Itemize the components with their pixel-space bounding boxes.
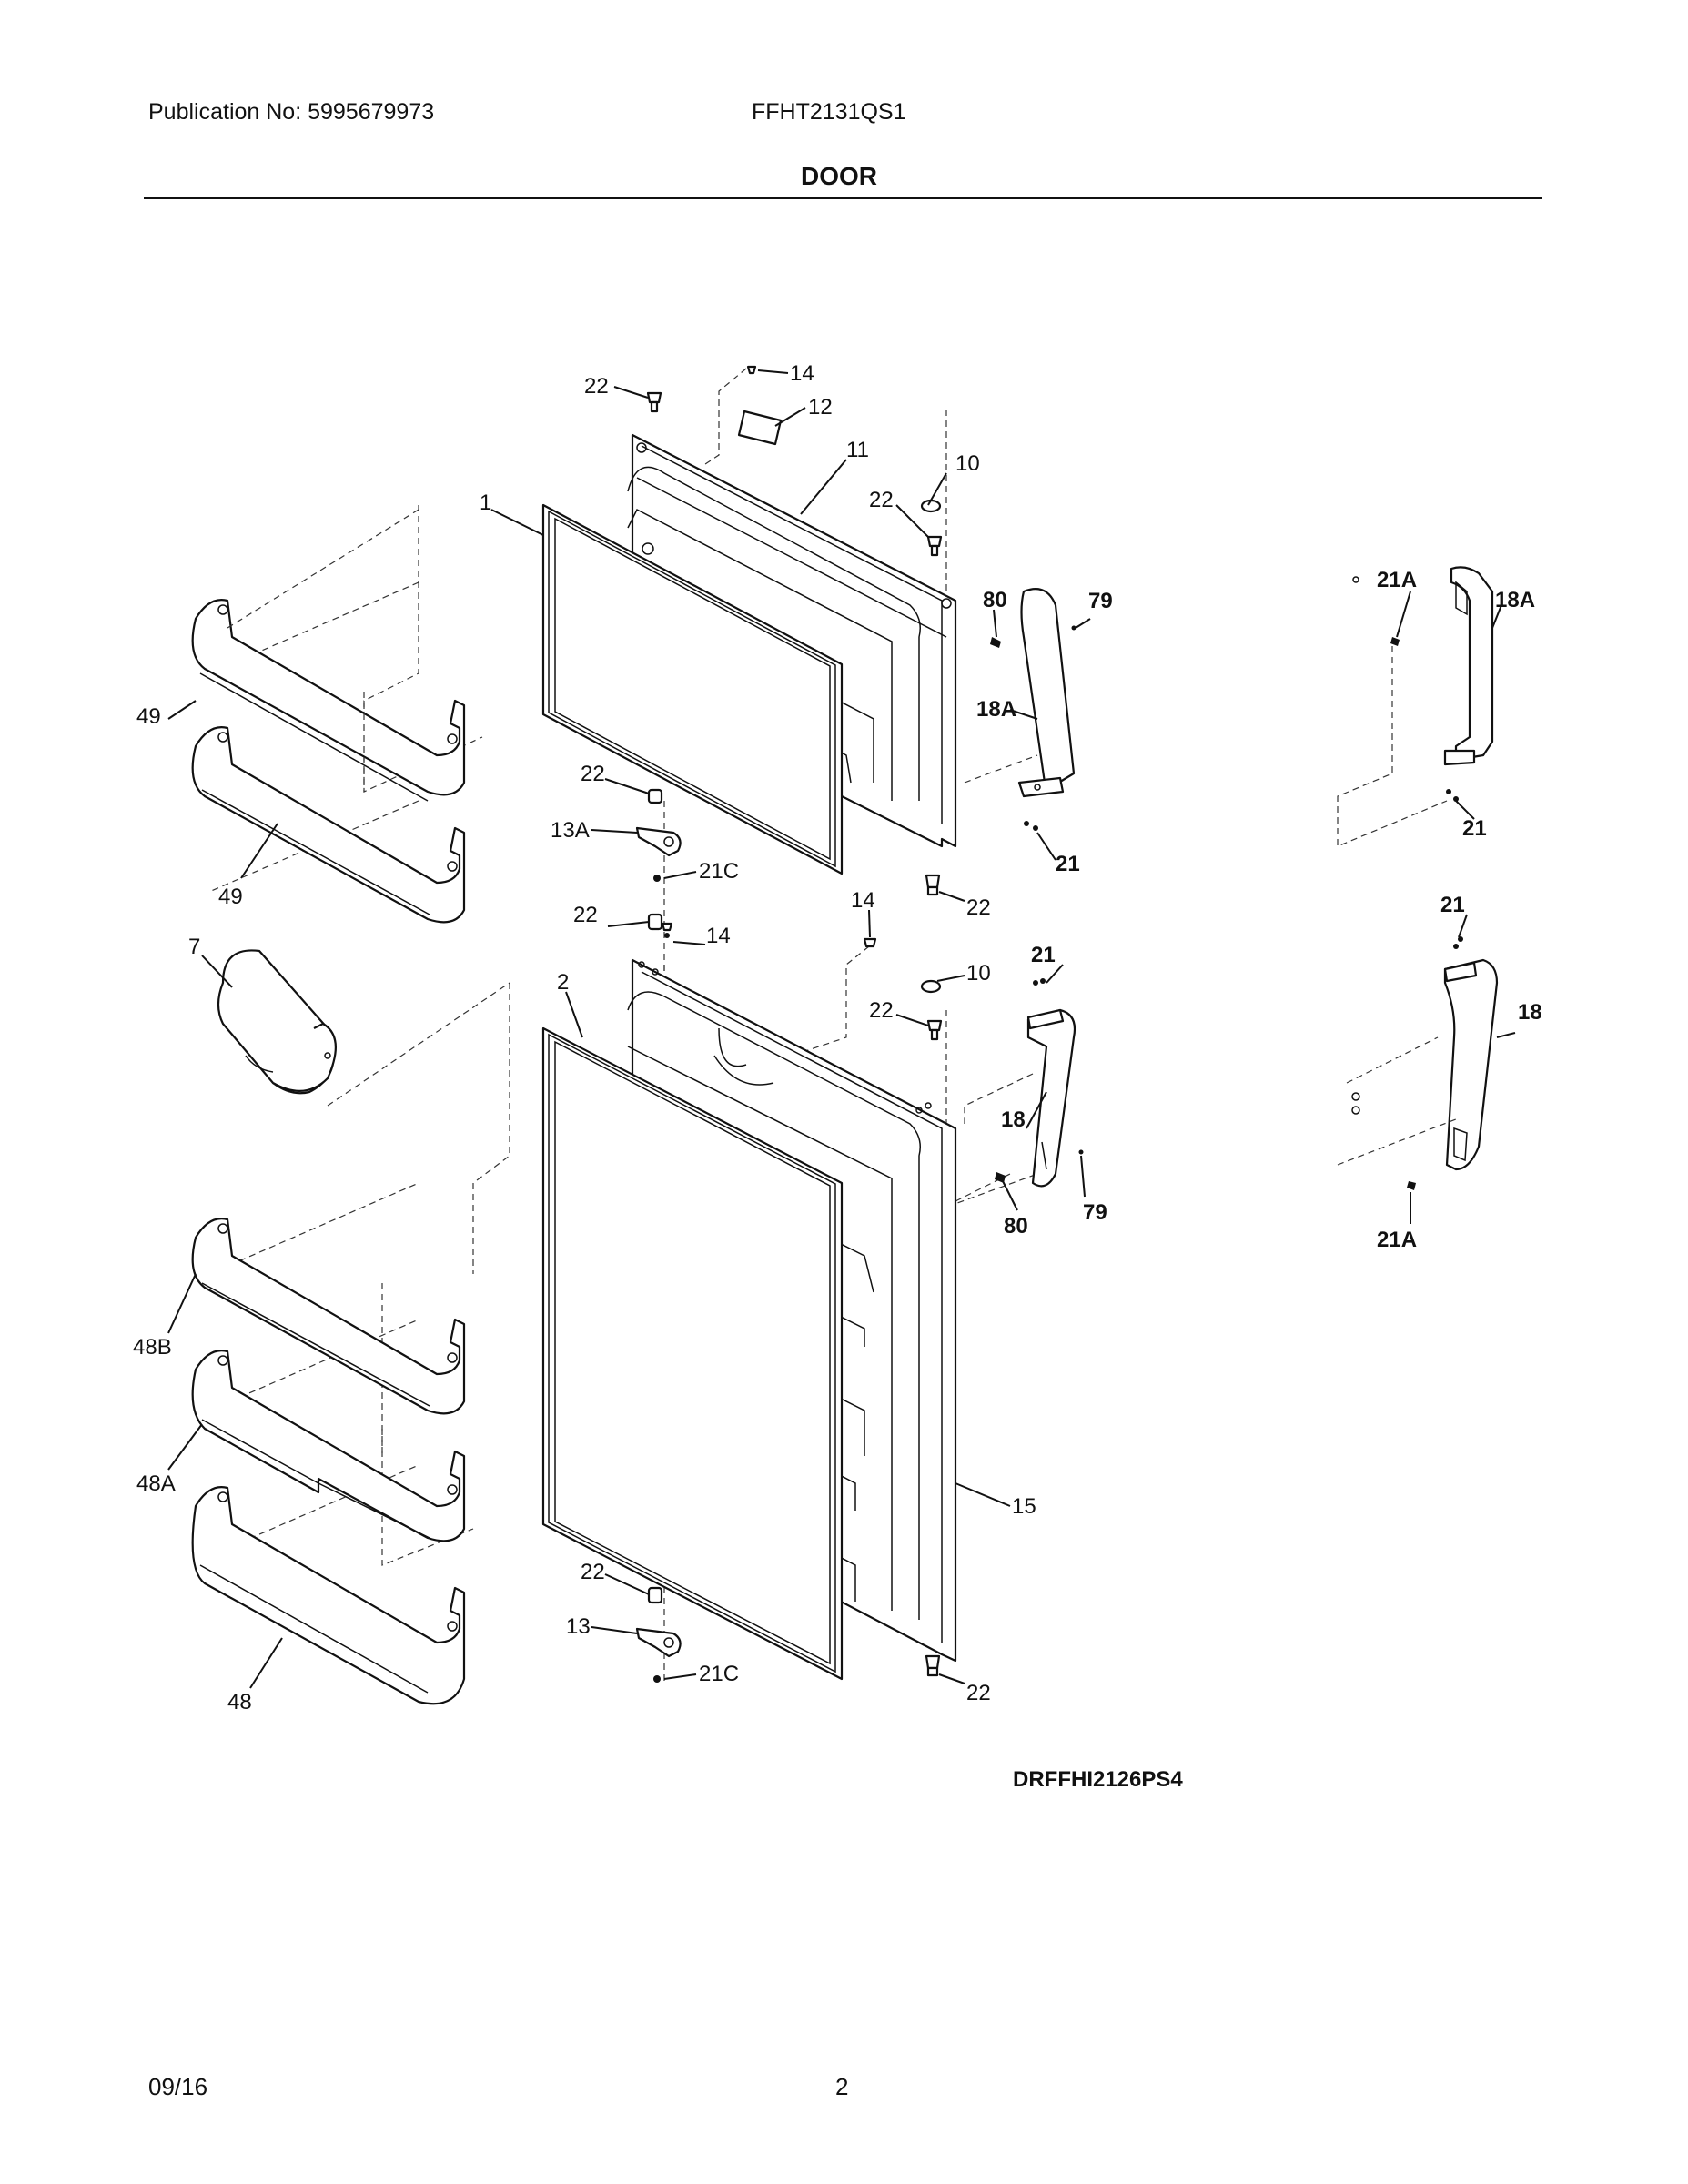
label-21C-lower: 21C [699,1662,739,1686]
label-79-upper: 79 [1088,589,1113,613]
label-10-lower: 10 [966,961,991,986]
page-number: 2 [835,2073,849,2100]
label-21A-side-top: 21A [1377,568,1417,592]
label-22-top: 22 [584,374,609,399]
label-10-top: 10 [955,451,980,476]
label-48: 48 [227,1690,252,1714]
screw-22-upper-right [926,535,943,557]
freezer-handle-18A [990,588,1076,831]
label-80-upper: 80 [983,588,1007,612]
screw-22-lower-right [926,1019,943,1041]
label-21-side-top: 21 [1462,816,1487,841]
label-22-upper-right: 22 [869,488,894,512]
label-15: 15 [1012,1494,1036,1519]
pin-21C-lower [653,1675,661,1683]
label-21C-upper: 21C [699,859,739,884]
leaders-upper [490,369,1091,902]
pin-21C-upper [653,875,661,882]
label-18A-upper: 18A [976,697,1016,722]
label-11: 11 [846,438,869,462]
side-handle-18 [1337,936,1499,1190]
cap-10-top [920,499,942,513]
screw-22-upper-bottom [925,874,941,896]
leader-49-b [240,823,278,879]
hinge-13 [635,1627,682,1658]
label-12: 12 [808,395,833,420]
label-48B: 48B [133,1335,172,1360]
screw-14-top [746,365,757,375]
door-bin-48A [191,1350,466,1542]
label-80-lower: 80 [1004,1214,1028,1239]
publication-date: 09/16 [148,2073,208,2100]
label-14-lower-b: 14 [851,888,875,913]
label-22-lower-right: 22 [869,998,894,1023]
label-18A-side: 18A [1495,588,1535,612]
fresh-food-handle-18 [995,978,1084,1188]
hinge-13A [635,826,682,857]
label-1: 1 [480,490,491,515]
fresh-food-door-gasket [541,1026,844,1681]
label-7: 7 [188,935,200,959]
lower-door-assembly [208,909,1086,1684]
label-13A: 13A [551,818,590,843]
diagram-code: DRFFHI2126PS4 [1013,1767,1183,1792]
label-21-lower: 21 [1031,943,1056,967]
screw-22-lower-hinge [647,1586,663,1604]
leaders-left-bins [167,1273,283,1689]
upper-door-assembly [208,365,1091,1192]
leaders-lower [565,909,1086,1684]
label-22-lower-top: 22 [573,903,598,927]
screw-22-lower-top [647,913,663,931]
dairy-container-7 [217,949,337,1095]
label-49-a: 49 [136,704,161,729]
screw-22-upper-hinge [647,788,663,804]
screw-14-lower-b [863,937,877,948]
label-21-upper: 21 [1056,852,1080,876]
label-13: 13 [566,1614,591,1639]
label-79-lower: 79 [1083,1200,1107,1225]
label-48A: 48A [136,1471,176,1496]
door-bin-49-lower [191,726,466,924]
label-22-upper-bottom: 22 [966,895,991,920]
leader-7 [201,955,233,988]
label-14-top: 14 [790,361,814,386]
label-14-lower-a: 14 [706,924,731,948]
header-rule [144,197,1542,199]
freezer-door-gasket [541,503,844,875]
door-bin-49-upper [191,599,466,802]
label-2: 2 [557,970,569,995]
label-21-side-lower: 21 [1440,893,1465,917]
label-18-lower: 18 [1001,1107,1026,1132]
label-22-upper-hinge: 22 [581,762,605,786]
screw-14-lower-a [661,922,673,938]
label-22-lower-bottom: 22 [966,1681,991,1705]
plug-12 [737,410,783,446]
guide-bin49-a [227,509,419,629]
leaders-side-upper [1396,591,1502,820]
screw-22-top [646,391,662,413]
leader-49-a [167,700,197,720]
callout-labels: 14 12 22 11 10 22 1 80 79 18A 49 22 13A … [133,361,1542,1714]
publication-number: Publication No: 5995679973 [148,99,435,125]
section-title: DOOR [801,162,877,190]
label-49-b: 49 [218,885,243,909]
label-21A-side-lower: 21A [1377,1228,1417,1252]
door-bin-48B [191,1218,466,1415]
leaders-side-lower [1410,914,1516,1224]
side-handle-18A [1337,566,1494,847]
label-18-side: 18 [1518,1000,1542,1025]
label-22-lower-hinge: 22 [581,1560,605,1584]
screw-22-lower-bottom [925,1654,941,1677]
model-number: FFHT2131QS1 [752,99,906,125]
cap-10-lower [920,979,942,994]
door-bin-48 [191,1486,466,1705]
